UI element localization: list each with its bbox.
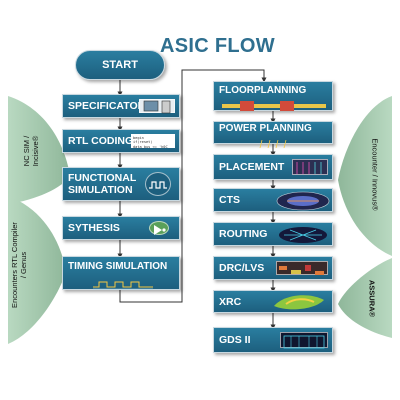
step-label: CTS xyxy=(219,194,240,206)
step-label: SYTHESIS xyxy=(68,222,120,234)
logic-gate-icon xyxy=(149,221,169,235)
timing-waveform-icon xyxy=(93,277,153,290)
step-floorplanning: FLOORPLANNING xyxy=(213,81,333,111)
placement-icon xyxy=(292,159,328,175)
step-label: RTL CODING xyxy=(68,135,134,147)
step-label: XRC xyxy=(219,295,242,308)
drc-lvs-icon xyxy=(276,261,328,275)
step-power-planning: POWER PLANNING xyxy=(213,121,333,149)
tool-panel-innovus xyxy=(338,96,392,256)
step-xrc: XRC xyxy=(213,290,333,313)
step-label: GDS II xyxy=(219,334,251,346)
tool-label-nc-sim-line1: NC SIM / xyxy=(22,135,31,167)
step-label: DRC/LVS xyxy=(219,262,265,274)
step-label: FUNCTIONAL SIMULATION xyxy=(68,172,137,196)
start-node: START xyxy=(75,50,165,80)
routing-icon xyxy=(278,226,328,244)
step-label: TIMING SIMULATION xyxy=(68,261,168,272)
step-rtl-coding: RTL CODING begin if(reset) data_bus <= '… xyxy=(62,129,180,153)
floorplan-icon xyxy=(222,98,326,111)
step-timing-simulation: TIMING SIMULATION xyxy=(62,256,180,290)
flow-connectors xyxy=(117,69,276,330)
power-grid-icon xyxy=(258,135,294,149)
tool-panel-nc-sim xyxy=(8,96,70,204)
step-label: FLOORPLANNING xyxy=(219,85,307,96)
tool-label-rtl-compiler: Encounters RTL Compiler / Genus xyxy=(10,210,28,320)
clock-tree-icon xyxy=(276,191,330,211)
step-placement: PLACEMENT xyxy=(213,154,333,180)
step-drc-lvs: DRC/LVS xyxy=(213,256,333,280)
tool-label-nc-sim: NC SIM / Incisive® xyxy=(22,116,40,186)
step-label: ROUTING xyxy=(219,228,268,240)
code-snippet-icon: begin if(reset) data_bus <= 'h0C xyxy=(131,134,175,149)
tool-panel-rtl-compiler xyxy=(8,196,66,344)
tool-label-assura: ASSURA® xyxy=(367,279,377,318)
step-routing: ROUTING xyxy=(213,222,333,246)
diagram-title: ASIC FLOW xyxy=(160,35,275,57)
step-specification: SPECIFICATON xyxy=(62,94,180,118)
step-label: PLACEMENT xyxy=(219,161,285,173)
step-synthesis: SYTHESIS xyxy=(62,216,180,240)
step-cts: CTS xyxy=(213,188,333,212)
step-gds-ii: GDS II xyxy=(213,327,333,353)
step-label: POWER PLANNING xyxy=(219,123,312,134)
step-functional-simulation: FUNCTIONAL SIMULATION xyxy=(62,167,180,201)
tool-label-rtl-compiler-line1: Encounters RTL Compiler xyxy=(10,222,19,308)
waveform-icon xyxy=(145,172,171,196)
tool-label-innovus: Encounter / Innovus® xyxy=(370,138,380,211)
tool-label-rtl-compiler-line2: / Genus xyxy=(19,251,28,279)
xrc-icon xyxy=(270,292,328,313)
computer-icon xyxy=(139,99,175,114)
step-label: SPECIFICATON xyxy=(68,100,146,112)
tool-label-nc-sim-line2: Incisive® xyxy=(31,135,40,167)
gds-layout-icon xyxy=(280,332,328,349)
tool-panel-assura xyxy=(338,258,392,338)
